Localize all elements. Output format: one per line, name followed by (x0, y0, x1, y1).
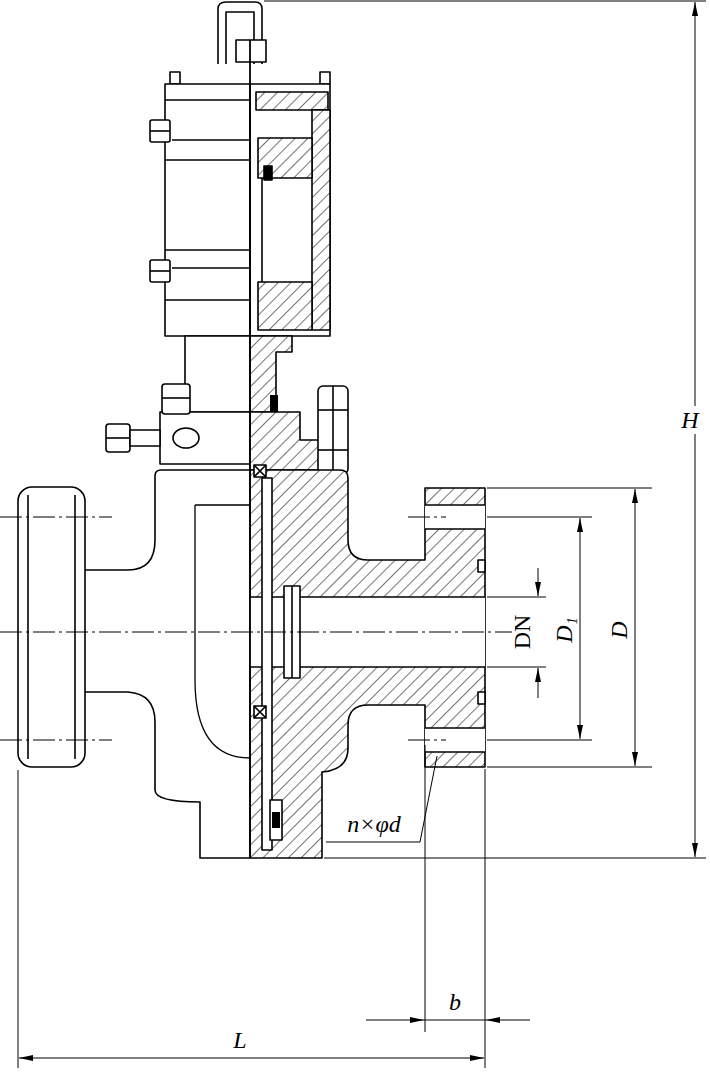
dimension-lines (487, 597, 546, 598)
dimension-lines (264, 1, 706, 2)
dimension-lines (487, 767, 652, 768)
actuator-section (250, 84, 330, 336)
dimension-lines (487, 667, 546, 668)
bonnet-section (332, 386, 334, 474)
body-section (250, 470, 485, 858)
leader-line (326, 756, 437, 842)
top-handle (218, 2, 266, 64)
dimension-lines (366, 1020, 424, 1021)
body-view (85, 470, 250, 570)
centre-lines (0, 632, 512, 633)
dimension-lines (486, 1020, 530, 1021)
hole-callout: n×φd (347, 812, 400, 836)
lock-fitting (160, 412, 250, 464)
centre-lines (0, 740, 112, 741)
actuator-view (150, 270, 170, 272)
dimension-lines (18, 1, 706, 1068)
body-view (85, 692, 250, 858)
body-view (254, 706, 266, 718)
centre-lines (408, 740, 446, 741)
body-section (425, 528, 485, 530)
actuator-view (172, 139, 250, 141)
dimension-lines (324, 858, 706, 859)
actuator-neck (185, 336, 250, 412)
actuator-view (150, 120, 170, 142)
body-section (478, 692, 485, 704)
actuator-view (150, 130, 170, 132)
dimension-label: D (607, 621, 631, 638)
actuator-section (258, 282, 312, 330)
body-section (250, 470, 485, 858)
body-view (18, 465, 266, 858)
top-handle (236, 40, 266, 62)
lock-fitting (106, 424, 130, 452)
dimension-label: H (679, 406, 700, 434)
bonnet-section (250, 386, 348, 474)
lock-fitting (162, 384, 190, 414)
body-section (425, 727, 485, 729)
body-section (478, 560, 485, 572)
dimension-lines (18, 770, 19, 1068)
actuator-view (170, 72, 180, 84)
actuator-view (150, 260, 170, 282)
actuator-section (256, 92, 328, 110)
dimension-lines (19, 1058, 484, 1059)
actuator-section (261, 178, 263, 282)
actuator-section (312, 110, 330, 330)
lock-fitting (106, 384, 250, 464)
body-section (272, 812, 280, 828)
body-view (254, 706, 266, 718)
actuator-view (165, 159, 250, 161)
dimension-lines (487, 488, 652, 489)
lock-fitting (130, 430, 160, 446)
body-section (262, 478, 272, 850)
actuator-view (165, 249, 250, 251)
actuator-view (165, 299, 250, 301)
centre-lines (0, 517, 512, 740)
body-section (425, 504, 485, 506)
body-view (254, 465, 266, 477)
lock-fitting (106, 437, 130, 439)
dimension-label: L (233, 1028, 246, 1052)
dimension-label: D₁ (552, 617, 576, 643)
body-view (74, 495, 76, 759)
actuator-section (250, 84, 330, 336)
actuator-neck (185, 336, 292, 421)
actuator-view (172, 267, 250, 269)
dimension-lines (424, 1020, 486, 1021)
lock-fitting (173, 428, 199, 448)
dimension-label: b (449, 990, 461, 1014)
actuator-view (150, 72, 330, 336)
actuator-section (264, 166, 272, 180)
dimension-lines (485, 769, 486, 1068)
split-line (249, 40, 251, 858)
dimension-lines (425, 745, 426, 1032)
dimension-lines (487, 740, 592, 741)
bonnet-section (318, 386, 348, 474)
body-section (425, 751, 485, 753)
lock-fitting (162, 397, 190, 399)
centre-lines (408, 517, 446, 518)
dimension-lines (538, 668, 539, 698)
dimension-lines (580, 518, 581, 739)
body-view (254, 465, 266, 477)
body-section (270, 800, 282, 840)
body-view (18, 487, 85, 767)
dimension-lines (487, 517, 592, 518)
actuator-view (320, 72, 330, 84)
centre-lines (0, 517, 112, 518)
body-view (27, 495, 29, 759)
dimension-lines (538, 568, 539, 596)
actuator-view (165, 99, 250, 101)
dimension-label: DN (510, 615, 534, 650)
dimension-lines (635, 489, 636, 766)
actuator-view (165, 84, 250, 336)
